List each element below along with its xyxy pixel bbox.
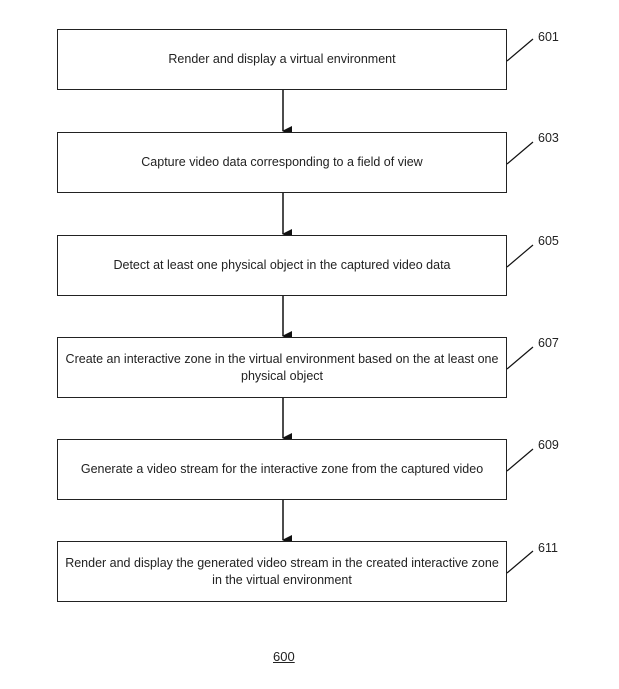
- step-607-box: Create an interactive zone in the virtua…: [57, 337, 507, 398]
- step-609-box: Generate a video stream for the interact…: [57, 439, 507, 500]
- step-603-text: Capture video data corresponding to a fi…: [141, 155, 423, 169]
- step-601-box: Render and display a virtual environment: [57, 29, 507, 90]
- leader-line: [506, 346, 534, 370]
- step-605-box: Detect at least one physical object in t…: [57, 235, 507, 296]
- ref-label-605: 605: [538, 234, 559, 248]
- step-611-text: Render and display the generated video s…: [65, 555, 499, 587]
- step-609-text: Generate a video stream for the interact…: [80, 462, 484, 476]
- ref-label-601: 601: [538, 30, 559, 44]
- ref-label-609: 609: [538, 438, 559, 452]
- step-611-box: Render and display the generated video s…: [57, 541, 507, 602]
- leader-line: [506, 244, 534, 268]
- step-605-text: Detect at least one physical object in t…: [113, 258, 451, 272]
- ref-label-611: 611: [538, 541, 558, 555]
- step-603-box: Capture video data corresponding to a fi…: [57, 132, 507, 193]
- leader-line: [506, 141, 534, 165]
- step-607-text: Create an interactive zone in the virtua…: [65, 351, 499, 383]
- step-601-text: Render and display a virtual environment: [168, 52, 396, 66]
- ref-label-603: 603: [538, 131, 559, 145]
- leader-line: [506, 448, 534, 472]
- ref-label-607: 607: [538, 336, 559, 350]
- figure-label: 600: [273, 649, 295, 664]
- leader-line: [506, 38, 534, 62]
- leader-line: [506, 550, 534, 574]
